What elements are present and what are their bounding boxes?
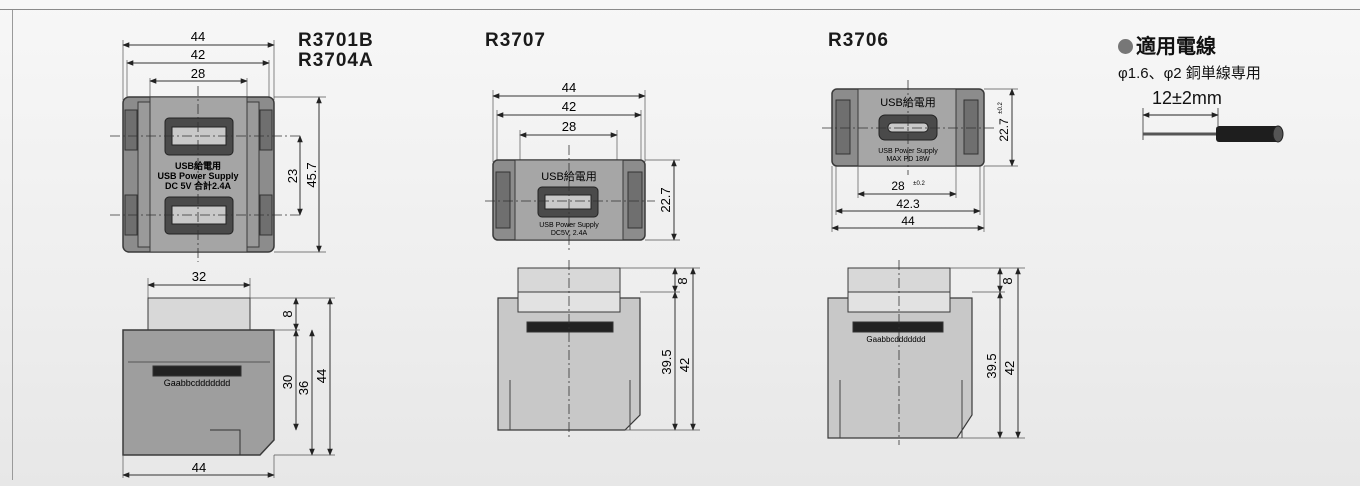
- r3706-label-en: USB Power Supply: [878, 148, 938, 155]
- r3706-dim-22-7-tol: ±0.2: [998, 102, 1004, 114]
- r3706-label-jp: USB給電用: [880, 95, 936, 109]
- r3706-side-dim-39-5: 39.5: [984, 353, 999, 378]
- r3707-side-dim-8: 8: [675, 277, 690, 284]
- dim-side-30: 30: [280, 375, 295, 389]
- r3707-front-view: [485, 90, 680, 250]
- r3707-dim-44: 44: [562, 80, 576, 95]
- r3706-side-dim-8: 8: [1000, 277, 1015, 284]
- r3706-dim-42-3: 42.3: [896, 197, 920, 211]
- dim-width-42: 42: [191, 47, 205, 62]
- device-label-jp: USB給電用: [175, 160, 221, 171]
- left-border-line: [12, 10, 13, 480]
- dual-usb-side-view: [122, 278, 335, 478]
- model-label-r3706: R3706: [828, 30, 889, 51]
- bullet-icon: [1118, 39, 1133, 54]
- r3707-dim-42: 42: [562, 99, 576, 114]
- r3707-side-view: [497, 260, 700, 440]
- wire-strip-diagram: [1142, 108, 1284, 143]
- model-label-r3707: R3707: [485, 30, 546, 51]
- dim-side-width-44: 44: [192, 460, 206, 475]
- applicable-wire-title: 適用電線: [1118, 30, 1216, 59]
- applicable-wire-title-text: 適用電線: [1136, 36, 1216, 58]
- r3707-label-en: USB Power Supply: [539, 222, 599, 229]
- top-border-line: [0, 9, 1360, 10]
- r3707-side-dim-42: 42: [677, 358, 692, 372]
- r3707-label-jp: USB給電用: [541, 169, 597, 183]
- applicable-wire-spec: φ1.6、φ2 銅単線専用: [1118, 65, 1261, 82]
- r3706-serial-number: Gaabbcddddddd: [866, 335, 925, 344]
- dim-side-8: 8: [280, 310, 295, 317]
- device-label-en: USB Power Supply: [157, 171, 238, 181]
- strip-length-label: 12±2mm: [1152, 88, 1222, 108]
- device-label-rating: DC 5V 合計2.4A: [165, 180, 232, 191]
- dim-width-44: 44: [191, 29, 205, 44]
- model-label-r3701b: R3701B: [298, 30, 374, 51]
- model-label-r3704a: R3704A: [298, 50, 374, 71]
- r3706-front-view: [822, 80, 1018, 232]
- dim-width-28: 28: [191, 66, 205, 81]
- dim-side-36: 36: [296, 381, 311, 395]
- dim-side-44: 44: [314, 369, 329, 383]
- r3706-side-view: [827, 260, 1025, 445]
- r3707-label-rating: DC5V, 2.4A: [551, 230, 588, 237]
- r3706-label-rating: MAX PD 18W: [886, 156, 930, 163]
- r3706-dim-22-7: 22.7: [997, 118, 1011, 142]
- serial-number: Gaabbcddddddd: [164, 378, 231, 388]
- r3706-dim-28: 28: [891, 179, 905, 193]
- r3706-dim-28-tol: ±0.2: [913, 181, 925, 187]
- r3706-side-dim-42: 42: [1002, 361, 1017, 375]
- dim-height-23: 23: [285, 169, 300, 183]
- dim-side-width-32: 32: [192, 269, 206, 284]
- dual-usb-front-view: [110, 40, 326, 262]
- r3706-dim-44: 44: [901, 214, 915, 228]
- r3707-side-dim-39-5: 39.5: [659, 349, 674, 374]
- dim-height-45-7: 45.7: [304, 162, 319, 187]
- r3707-dim-28: 28: [562, 119, 576, 134]
- r3707-dim-22-7: 22.7: [658, 187, 673, 212]
